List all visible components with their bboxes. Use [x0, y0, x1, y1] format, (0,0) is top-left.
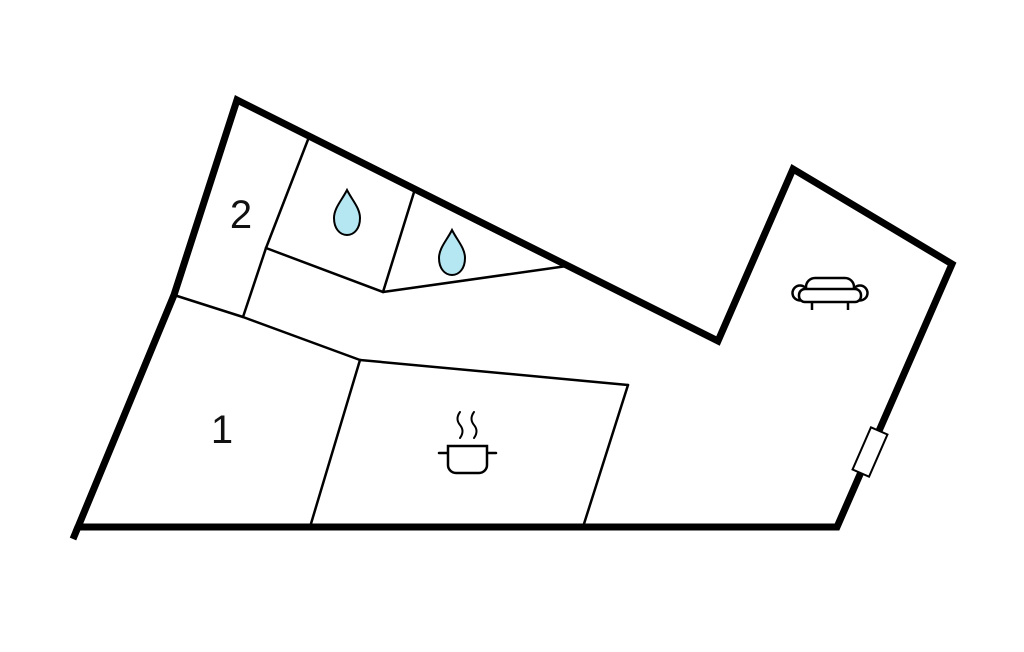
room-2-label: 2	[230, 193, 252, 237]
outer-walls	[69, 95, 957, 541]
water-drop-shape	[437, 227, 467, 277]
steam-line	[470, 411, 478, 439]
partition-kitchen-top	[358, 358, 630, 387]
partition-hall	[241, 315, 362, 362]
water-drop-shape	[332, 187, 362, 237]
room-1-label: 1	[211, 408, 233, 452]
outer-wall-outline	[72, 95, 957, 531]
outer-wall-corner-tail	[69, 525, 82, 541]
partition-bath1-bottom	[264, 246, 385, 294]
door-icon	[851, 426, 889, 478]
pot-body	[446, 444, 489, 475]
partition-kitchen-left	[308, 358, 362, 529]
partition-room2-bottom	[172, 293, 245, 319]
cooking-pot-icon	[437, 411, 498, 475]
partition-room2-right-lower	[241, 246, 268, 319]
water-drop-icon	[437, 227, 467, 277]
partition-bath-divider	[381, 187, 417, 294]
partition-kitchen-right	[581, 383, 630, 529]
sofa-seat	[797, 287, 863, 304]
sofa-icon	[791, 276, 869, 310]
interior-walls	[172, 135, 630, 529]
partition-bath2-bottom	[381, 264, 569, 294]
steam-line	[456, 411, 464, 439]
water-drop-icon	[332, 187, 362, 237]
partition-room2-right	[264, 135, 311, 250]
